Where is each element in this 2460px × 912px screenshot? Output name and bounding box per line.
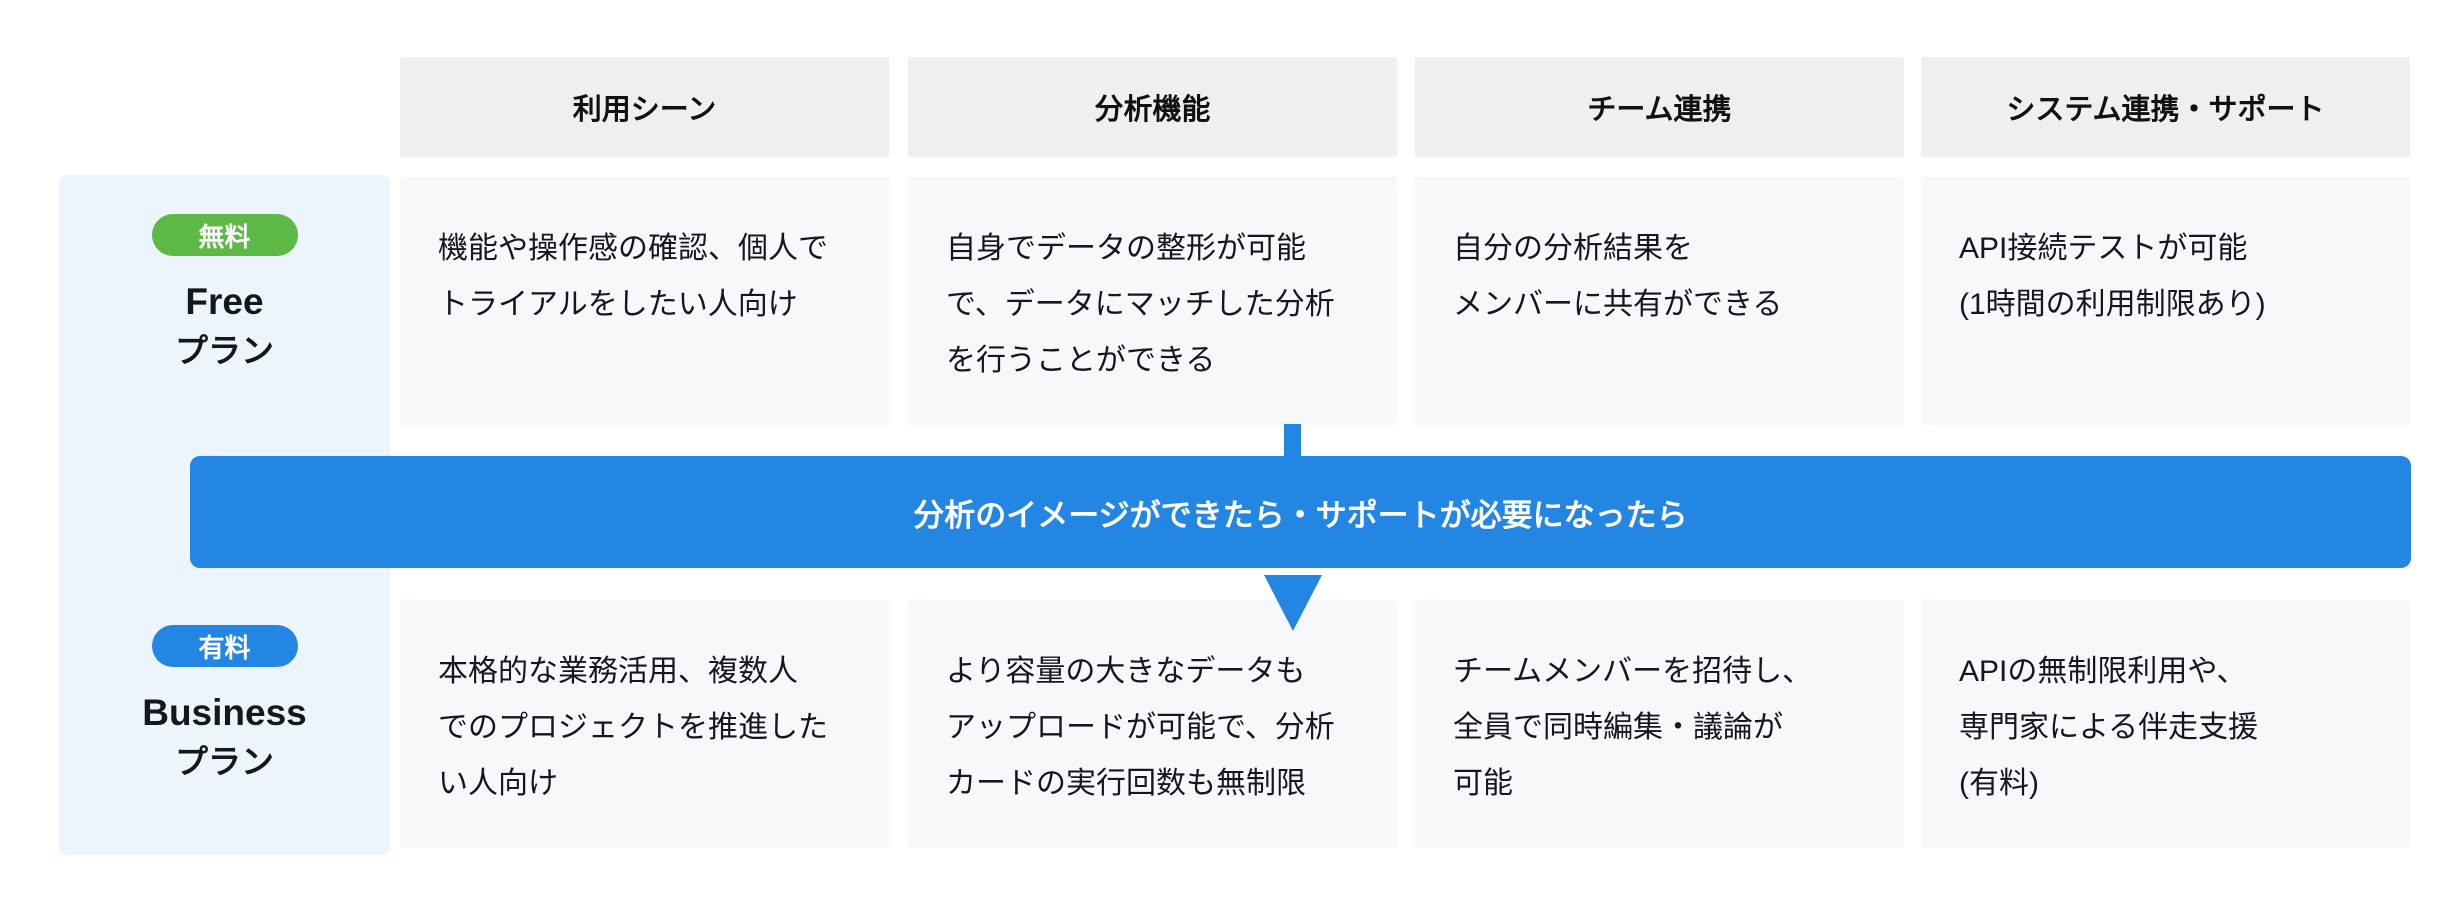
cell-free-system-integration-support: API接続テストが可能 (1時間の利用制限あり) xyxy=(1921,177,2410,425)
transition-banner: 分析のイメージができたら・サポートが必要になったら xyxy=(190,456,2411,568)
business-plan-label-block: 有料 Business プラン xyxy=(59,625,390,787)
cell-business-system-integration-support: APIの無制限利用や、 専門家による伴走支援 (有料) xyxy=(1921,600,2410,848)
cell-business-analysis-features: より容量の大きなデータも アップロードが可能で、分析 カードの実行回数も無制限 xyxy=(908,600,1397,848)
business-plan-suffix: プラン xyxy=(175,743,274,780)
free-badge: 無料 xyxy=(151,214,298,256)
column-header-team-collaboration: チーム連携 xyxy=(1415,57,1904,157)
column-header-analysis-features: 分析機能 xyxy=(908,57,1397,157)
cell-free-analysis-features: 自身でデータの整形が可能 で、データにマッチした分析 を行うことができる xyxy=(908,177,1397,425)
business-plan-name: Business xyxy=(142,692,307,733)
flow-arrow-shaft xyxy=(1284,424,1301,460)
column-header-label: 利用シーン xyxy=(572,94,717,126)
cell-business-usage-scene: 本格的な業務活用、複数人 でのプロジェクトを推進した い人向け xyxy=(400,600,889,848)
flow-arrow-down-icon xyxy=(1264,575,1322,631)
cell-free-usage-scene: 機能や操作感の確認、個人で トライアルをしたい人向け xyxy=(400,177,889,425)
transition-banner-text: 分析のイメージができたら・サポートが必要になったら xyxy=(913,497,1688,533)
column-header-system-integration-support: システム連携・サポート xyxy=(1921,57,2410,157)
free-plan-label-block: 無料 Free プラン xyxy=(59,214,390,376)
cell-free-team-collaboration: 自分の分析結果を メンバーに共有ができる xyxy=(1415,177,1904,425)
cell-business-team-collaboration: チームメンバーを招待し、 全員で同時編集・議論が 可能 xyxy=(1415,600,1904,848)
column-header-label: チーム連携 xyxy=(1587,94,1732,126)
column-header-label: 分析機能 xyxy=(1094,94,1211,126)
business-badge: 有料 xyxy=(151,625,298,667)
free-plan-name: Free xyxy=(185,281,264,322)
column-header-usage-scene: 利用シーン xyxy=(400,57,889,157)
column-header-label: システム連携・サポート xyxy=(2006,94,2325,126)
free-plan-suffix: プラン xyxy=(175,332,274,369)
